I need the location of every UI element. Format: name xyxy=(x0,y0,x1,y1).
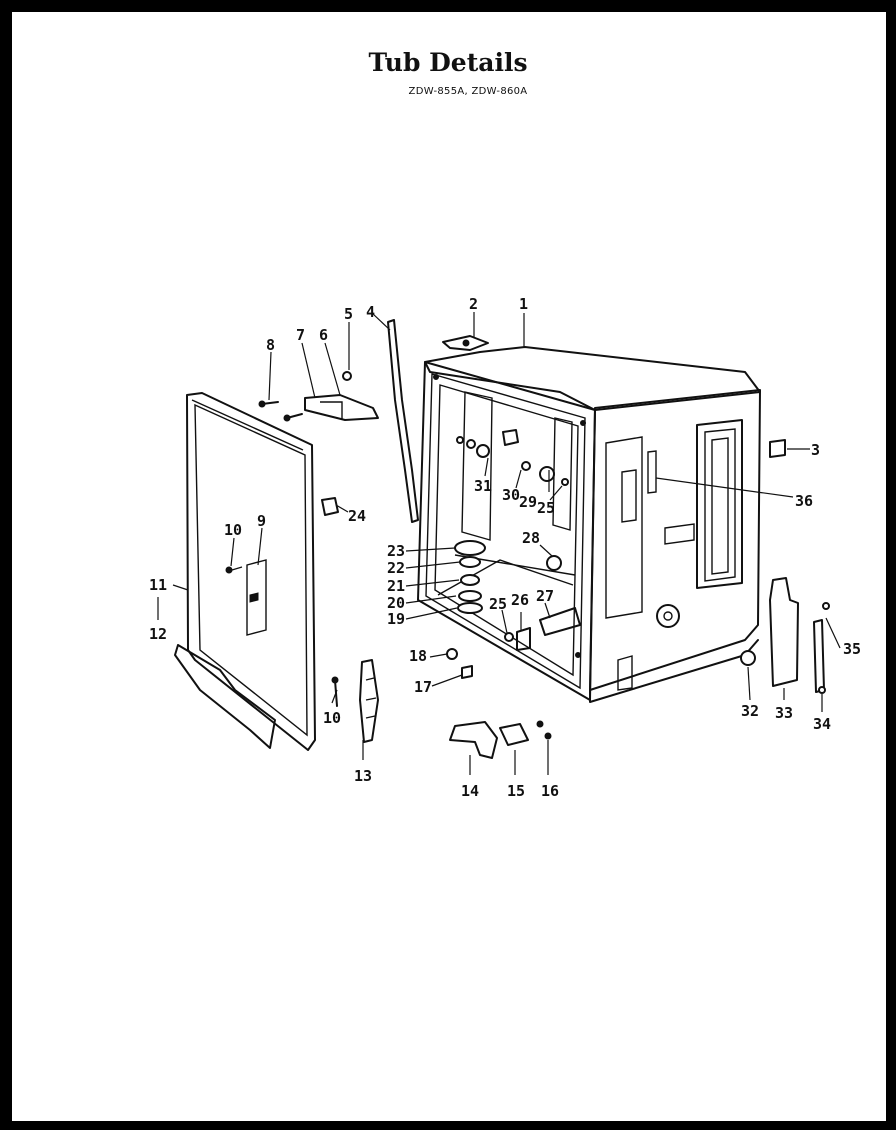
callout-35: 35 xyxy=(843,640,861,658)
callout-26: 26 xyxy=(511,591,529,609)
callout-11: 11 xyxy=(149,576,167,594)
flange-hole-icon xyxy=(580,420,586,426)
clip-icon xyxy=(462,339,470,347)
scan-border-left xyxy=(0,0,12,1130)
callout-7: 7 xyxy=(296,326,305,344)
callout-10-upper: 10 xyxy=(224,521,242,539)
callout-5: 5 xyxy=(344,305,353,323)
callout-14: 14 xyxy=(461,782,479,800)
callout-labels: 1 2 3 4 5 6 7 8 9 10 11 12 13 14 15 16 1… xyxy=(149,295,861,800)
callout-20: 20 xyxy=(387,594,405,612)
callout-19: 19 xyxy=(387,610,405,628)
model-numbers: ZDW-855A, ZDW-860A xyxy=(408,86,528,97)
leader-lines xyxy=(157,312,841,775)
callout-25-upper: 25 xyxy=(537,499,555,517)
scan-border-top xyxy=(0,0,896,12)
callout-34: 34 xyxy=(813,715,831,733)
callout-21: 21 xyxy=(387,577,405,595)
callout-6: 6 xyxy=(319,326,328,344)
scan-border-right xyxy=(886,0,896,1130)
screw-icon xyxy=(342,371,352,381)
callout-25-lower: 25 xyxy=(489,595,507,613)
callout-15: 15 xyxy=(507,782,525,800)
door-panel xyxy=(174,392,316,751)
callout-16: 16 xyxy=(541,782,559,800)
flange-hole-icon xyxy=(433,374,439,380)
callout-9: 9 xyxy=(257,512,266,530)
callout-36: 36 xyxy=(795,492,813,510)
callout-12: 12 xyxy=(149,625,167,643)
small-parts xyxy=(258,319,830,759)
callout-33: 33 xyxy=(775,704,793,722)
callout-32: 32 xyxy=(741,702,759,720)
callout-24: 24 xyxy=(348,507,366,525)
callout-10-lower: 10 xyxy=(323,709,341,727)
callout-31: 31 xyxy=(474,477,492,495)
callout-17: 17 xyxy=(414,678,432,696)
callout-29: 29 xyxy=(519,493,537,511)
callout-3: 3 xyxy=(811,441,820,459)
flange-hole-icon xyxy=(575,652,581,658)
callout-22: 22 xyxy=(387,559,405,577)
callout-23: 23 xyxy=(387,542,405,560)
callout-28: 28 xyxy=(522,529,540,547)
callout-2: 2 xyxy=(469,295,478,313)
callout-4: 4 xyxy=(366,303,375,321)
callout-13: 13 xyxy=(354,767,372,785)
callout-1: 1 xyxy=(519,295,528,313)
tub-body xyxy=(417,346,761,703)
callout-27: 27 xyxy=(536,587,554,605)
screw-icon xyxy=(225,566,233,574)
callout-30: 30 xyxy=(502,486,520,504)
scan-border-bottom xyxy=(0,1121,896,1130)
page-title: Tub Details xyxy=(368,48,528,77)
callout-18: 18 xyxy=(409,647,427,665)
side-port-icon xyxy=(656,604,680,628)
callout-8: 8 xyxy=(266,336,275,354)
